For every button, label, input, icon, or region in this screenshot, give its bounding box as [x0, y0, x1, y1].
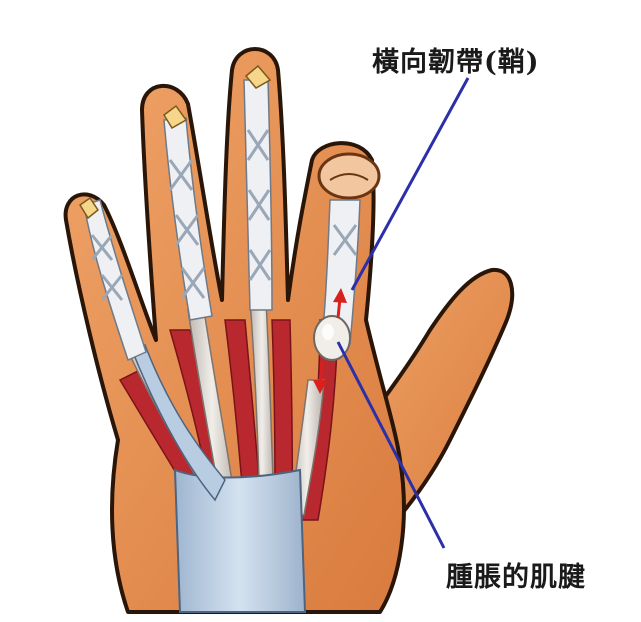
swollen-tendon-label: 腫脹的肌腱	[446, 555, 586, 594]
nodule-highlight	[322, 324, 334, 340]
thumbnail	[319, 154, 379, 198]
wrist-retinaculum	[175, 470, 305, 612]
ligament-label: 橫向韌帶(鞘)	[372, 40, 540, 79]
